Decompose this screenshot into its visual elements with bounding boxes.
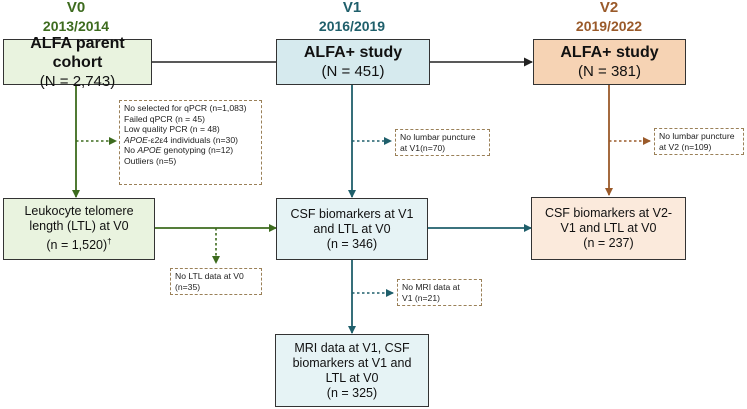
exclusion-line: Low quality PCR (n = 48) xyxy=(124,124,220,135)
wave-header-v0: V0 2013/2014 xyxy=(16,0,136,35)
mri-v1-box: MRI data at V1, CSF biomarkers at V1 and… xyxy=(275,334,429,407)
exclusion-line: at V1(n=70) xyxy=(400,142,446,153)
exclusion-line: APOE-ε2ε4 individuals (n=30) xyxy=(124,134,238,145)
box-line: CSF biomarkers at V2- xyxy=(544,206,673,220)
wave-label: V0 xyxy=(66,0,86,16)
v0-exclusion-note: No selected for qPCR (n=1,083) Failed qP… xyxy=(119,100,262,185)
box-line: Leukocyte telomere xyxy=(24,204,134,219)
alfa-plus-v2-box: ALFA+ study (N = 381) xyxy=(533,39,686,85)
box-title: ALFA+ study xyxy=(560,44,659,61)
box-title: ALFA parent cohort xyxy=(30,34,125,71)
ltl-exclusion-note: No LTL data at V0 (n=35) xyxy=(170,268,262,295)
box-title: ALFA+ study xyxy=(303,44,403,61)
box-line: MRI data at V1, CSF xyxy=(294,340,410,355)
wave-label: V1 xyxy=(342,0,362,16)
exclusion-line: No MRI data at xyxy=(402,282,460,292)
box-count: (n = 237) xyxy=(583,236,634,250)
wave-years: 2019/2022 xyxy=(575,18,643,34)
wave-header-v1: V1 2016/2019 xyxy=(292,0,412,35)
exclusion-line: No lumbar puncture xyxy=(659,131,735,141)
alfa-plus-v1-box: ALFA+ study (N = 451) xyxy=(276,39,430,85)
exclusion-line: Failed qPCR (n = 45) xyxy=(124,113,205,124)
box-line: LTL at V0 xyxy=(325,370,379,385)
parent-cohort-box: ALFA parent cohort (N = 2,743) xyxy=(3,35,152,90)
wave-years: 2013/2014 xyxy=(42,18,110,34)
exclusion-line: No lumbar puncture xyxy=(400,132,476,142)
exclusion-line: No LTL data at V0 xyxy=(175,271,244,281)
v2-lumbar-exclusion-note: No lumbar puncture at V2 (n=109) xyxy=(654,128,744,155)
box-count: (N = 381) xyxy=(578,63,641,80)
v1-lumbar-exclusion-note: No lumbar puncture at V1(n=70) xyxy=(395,129,490,156)
box-count: (N = 451) xyxy=(321,63,385,80)
box-line: length (LTL) at V0 xyxy=(29,219,129,234)
csf-v2-box: CSF biomarkers at V2- V1 and LTL at V0 (… xyxy=(531,197,686,260)
exclusion-line: V1 (n=21) xyxy=(402,292,440,303)
box-line: CSF biomarkers at V1 xyxy=(290,206,414,221)
box-line: and LTL at V0 xyxy=(313,221,391,236)
wave-header-v2: V2 2019/2022 xyxy=(549,0,669,35)
wave-years: 2016/2019 xyxy=(318,18,386,34)
exclusion-line: No APOE genotyping (n=12) xyxy=(124,145,234,156)
dagger-mark: † xyxy=(107,237,112,247)
box-line: V1 and LTL at V0 xyxy=(560,221,657,235)
exclusion-line: No selected for qPCR (n=1,083) xyxy=(124,103,247,113)
ltl-v0-box: Leukocyte telomere length (LTL) at V0 (n… xyxy=(3,198,155,260)
mri-exclusion-note: No MRI data at V1 (n=21) xyxy=(397,279,482,306)
wave-label: V2 xyxy=(599,0,619,16)
box-count: (N = 2,743) xyxy=(39,72,116,90)
box-line: biomarkers at V1 and xyxy=(292,355,412,370)
exclusion-line: (n=35) xyxy=(175,281,201,292)
csf-v1-box: CSF biomarkers at V1 and LTL at V0 (n = … xyxy=(276,198,428,260)
box-count: (n = 325) xyxy=(326,385,378,400)
box-count: (n = 346) xyxy=(326,236,378,251)
exclusion-line: at V2 (n=109) xyxy=(659,141,712,152)
box-count: (n = 1,520)† xyxy=(46,237,112,253)
exclusion-line: Outliers (n=5) xyxy=(124,155,177,166)
